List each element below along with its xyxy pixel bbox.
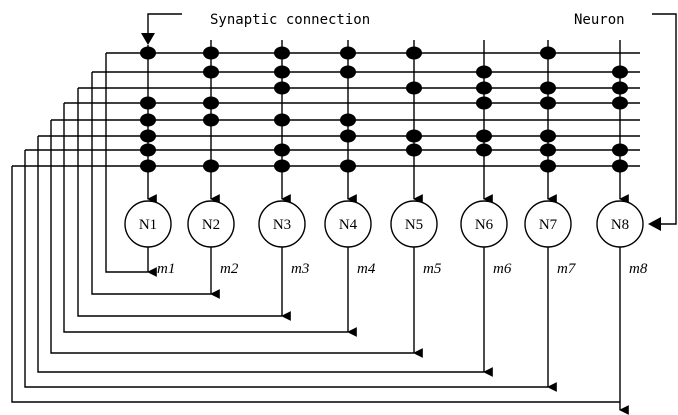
neuron-label-N5: N5 (405, 217, 423, 233)
synapse-8-2 (203, 159, 219, 173)
neuron-arrowhead (648, 217, 661, 231)
synapse-5-1 (140, 113, 156, 127)
synapse-7-6 (476, 143, 492, 157)
synapse-6-7 (540, 129, 556, 143)
synapse-1-1 (140, 46, 156, 60)
synapse-4-7 (540, 96, 556, 110)
feedback-loop-N4 (63, 103, 348, 333)
neuron-pointer (652, 13, 677, 225)
synapse-1-3 (274, 46, 290, 60)
feedback-loop-N2 (91, 72, 211, 295)
synapse-5-4 (340, 113, 356, 127)
synapse-8-1 (140, 159, 156, 173)
neuron-N8 (596, 200, 644, 248)
synaptic-connection-pointer (147, 13, 182, 36)
synapse-6-5 (406, 129, 422, 143)
neuron-label: Neuron (574, 12, 625, 28)
synapse-4-1 (140, 96, 156, 110)
feedback-loop-N6 (37, 136, 484, 373)
neuron-N2 (187, 200, 235, 248)
synapse-4-2 (203, 96, 219, 110)
synapse-7-3 (274, 143, 290, 157)
feedback-loop-N3 (77, 88, 282, 317)
output-label-m1: m1 (157, 261, 175, 277)
synaptic-connections (140, 46, 628, 173)
output-label-m6: m6 (493, 261, 512, 277)
neuron-N1 (124, 200, 172, 248)
neuron-N4 (324, 200, 372, 248)
synaptic-connection-annotation: Synaptic connection (141, 12, 370, 45)
neuron-label-N7: N7 (539, 217, 558, 233)
neuron-label-N4: N4 (339, 217, 358, 233)
synapse-5-2 (203, 113, 219, 127)
neuron-label-N8: N8 (611, 217, 629, 233)
synapse-3-3 (274, 81, 290, 95)
synapse-2-2 (203, 65, 219, 79)
feedback-loop-N1 (105, 53, 148, 273)
synapse-8-4 (340, 159, 356, 173)
feedback-loop-N5 (50, 120, 414, 354)
synapse-4-8 (612, 96, 628, 110)
synapse-1-2 (203, 46, 219, 60)
neuron-N5 (390, 200, 438, 248)
neuron-label-N1: N1 (139, 217, 157, 233)
synapse-3-5 (406, 81, 422, 95)
synapse-3-7 (540, 81, 556, 95)
synapse-2-6 (476, 65, 492, 79)
neuron-label-N6: N6 (475, 217, 494, 233)
synapse-1-5 (406, 46, 422, 60)
synapse-8-8 (612, 159, 628, 173)
output-label-m7: m7 (557, 261, 577, 277)
synapse-6-6 (476, 129, 492, 143)
synapse-6-4 (340, 129, 356, 143)
neurons: N1 m1 N2 m2 N3 m3 N4 m4 N5 m5 N6 m6 N7 m7 N8 m8 (124, 200, 648, 277)
synapse-2-8 (612, 65, 628, 79)
synapse-4-6 (476, 96, 492, 110)
synapse-1-7 (540, 46, 556, 60)
synapse-1-4 (340, 46, 356, 60)
synaptic-connection-arrowhead (141, 33, 155, 45)
output-label-m5: m5 (423, 261, 442, 277)
synapse-2-4 (340, 65, 356, 79)
synapse-2-3 (274, 65, 290, 79)
synapse-8-3 (274, 159, 290, 173)
synapse-3-6 (476, 81, 492, 95)
output-label-m2: m2 (220, 261, 239, 277)
synapse-8-7 (540, 159, 556, 173)
synapse-7-8 (612, 143, 628, 157)
neuron-N3 (258, 200, 306, 248)
neuron-N7 (524, 200, 572, 248)
neuron-N6 (460, 200, 508, 248)
synapse-7-1 (140, 143, 156, 157)
output-label-m8: m8 (629, 261, 648, 277)
neuron-label-N2: N2 (202, 217, 220, 233)
synapse-3-8 (612, 81, 628, 95)
feedback-loop-N8 (11, 166, 620, 403)
neuron-annotation: Neuron (574, 12, 677, 231)
synapse-7-5 (406, 143, 422, 157)
output-label-m4: m4 (357, 261, 376, 277)
neuron-label-N3: N3 (273, 217, 291, 233)
synaptic-connection-label: Synaptic connection (210, 12, 370, 28)
synapse-7-7 (540, 143, 556, 157)
synapse-6-1 (140, 129, 156, 143)
feedback-loop-N7 (24, 150, 548, 388)
synapse-5-3 (274, 113, 290, 127)
output-label-m3: m3 (291, 261, 309, 277)
